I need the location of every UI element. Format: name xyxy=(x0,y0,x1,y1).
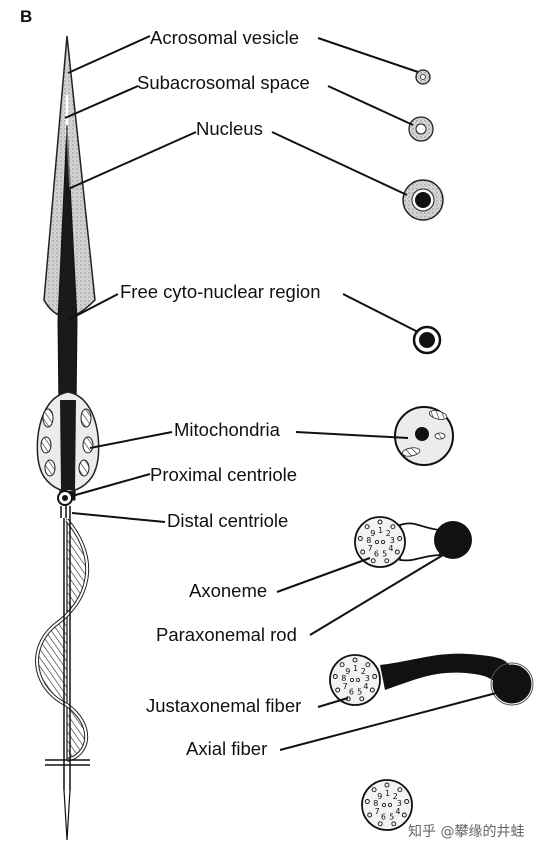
axoneme-doublet-number: 4 xyxy=(388,544,393,553)
cross-section-axoneme-rod xyxy=(354,516,472,568)
axoneme-doublet xyxy=(365,662,371,668)
axoneme-doublet xyxy=(384,558,390,564)
axoneme-doublet-number: 8 xyxy=(366,536,371,545)
axoneme-doublet-number: 4 xyxy=(395,807,400,816)
axoneme-central-pair xyxy=(349,678,354,683)
axoneme-doublet xyxy=(394,549,400,555)
axoneme-doublet xyxy=(335,687,341,693)
axoneme-doublet xyxy=(372,674,378,679)
axoneme-doublet xyxy=(360,549,366,555)
leader-lines xyxy=(64,35,501,751)
axoneme-doublet-number: 8 xyxy=(341,674,346,683)
axoneme-doublet-number: 4 xyxy=(363,682,368,691)
axoneme-central-pair xyxy=(381,803,386,808)
axoneme-doublet-number: 3 xyxy=(390,536,395,545)
axoneme-doublet-number: 9 xyxy=(345,667,350,676)
label-axoneme: Axoneme xyxy=(189,580,267,601)
axoneme-doublet xyxy=(377,519,383,525)
axoneme-doublet-number: 6 xyxy=(374,549,379,558)
labels: Acrosomal vesicle Subacrosomal space Nuc… xyxy=(120,27,321,759)
panel-letter: B xyxy=(20,7,32,26)
axoneme-doublet xyxy=(367,812,373,818)
label-proximal-centriole: Proximal centriole xyxy=(150,464,297,485)
distal-centriole xyxy=(60,506,71,518)
axoneme-doublet xyxy=(384,782,390,788)
axoneme-doublet-number: 9 xyxy=(370,529,375,538)
axoneme-doublet xyxy=(401,812,407,818)
axoneme-doublet xyxy=(359,696,365,702)
label-mitochondria: Mitochondria xyxy=(174,419,281,440)
axoneme-doublet-number: 2 xyxy=(386,529,391,538)
cross-section-free-region xyxy=(412,325,442,355)
label-free-cyto-nuclear-region: Free cyto-nuclear region xyxy=(120,281,321,302)
label-subacrosomal-space: Subacrosomal space xyxy=(137,72,310,93)
axoneme-central-pair xyxy=(380,540,385,545)
label-nucleus: Nucleus xyxy=(196,118,263,139)
axoneme-doublet-number: 7 xyxy=(368,544,373,553)
axoneme-doublet xyxy=(397,536,403,541)
axoneme-doublet-number: 6 xyxy=(349,687,354,696)
axoneme-doublet-number: 8 xyxy=(373,799,378,808)
axoneme-doublet-number: 5 xyxy=(357,687,362,696)
cross-section-mitochondria xyxy=(394,406,454,466)
axoneme-doublet xyxy=(364,799,370,804)
axoneme-doublet xyxy=(369,687,375,693)
axoneme-doublet xyxy=(377,821,383,827)
axoneme-doublet xyxy=(352,657,358,663)
axoneme-doublet xyxy=(339,662,345,668)
axoneme-doublet-number: 9 xyxy=(377,792,382,801)
axoneme-doublet-number: 2 xyxy=(393,792,398,801)
sperm-longitudinal xyxy=(35,35,100,841)
axoneme-doublet xyxy=(404,799,410,804)
axoneme-doublet xyxy=(390,524,396,530)
axoneme-doublet xyxy=(332,674,338,679)
label-distal-centriole: Distal centriole xyxy=(167,510,288,531)
label-acrosomal-vesicle: Acrosomal vesicle xyxy=(150,27,299,48)
label-justaxonemal-fiber: Justaxonemal fiber xyxy=(146,695,301,716)
label-paraxonemal-rod: Paraxonemal rod xyxy=(156,624,297,645)
axoneme-doublet-number: 5 xyxy=(389,812,394,821)
label-axial-fiber: Axial fiber xyxy=(186,738,267,759)
watermark: 知乎 @攀缘的井蛙 xyxy=(408,823,524,840)
axoneme-doublet-number: 3 xyxy=(365,674,370,683)
axoneme-doublet xyxy=(397,787,403,793)
axoneme-doublet xyxy=(357,536,363,541)
axoneme-doublet-number: 1 xyxy=(378,526,383,535)
axoneme-doublet-number: 5 xyxy=(382,549,387,558)
cross-section-nucleus xyxy=(402,179,444,221)
cross-section-endpiece xyxy=(361,779,413,831)
axoneme-doublet-number: 3 xyxy=(397,799,402,808)
axoneme-central-pair xyxy=(355,678,360,683)
axoneme-doublet-number: 7 xyxy=(343,682,348,691)
mitochondria-ovals xyxy=(40,408,94,477)
axoneme-doublet-number: 6 xyxy=(381,812,386,821)
axoneme-doublet-number: 1 xyxy=(385,789,390,798)
axoneme-doublet-number: 2 xyxy=(361,667,366,676)
axoneme-doublet xyxy=(371,787,377,793)
axoneme-central-pair xyxy=(387,803,392,808)
tail-axial-filament xyxy=(63,518,71,790)
cross-section-axial-fiber xyxy=(329,653,534,706)
cross-section-subacrosome xyxy=(408,116,434,142)
axoneme-doublet xyxy=(370,558,376,564)
cross-section-acrosome xyxy=(415,69,431,85)
axoneme-doublet-number: 1 xyxy=(353,664,358,673)
axoneme-doublet xyxy=(364,524,370,530)
axoneme-central-pair xyxy=(374,540,379,545)
axoneme-doublet-number: 7 xyxy=(375,807,380,816)
axoneme-doublet xyxy=(391,821,397,827)
